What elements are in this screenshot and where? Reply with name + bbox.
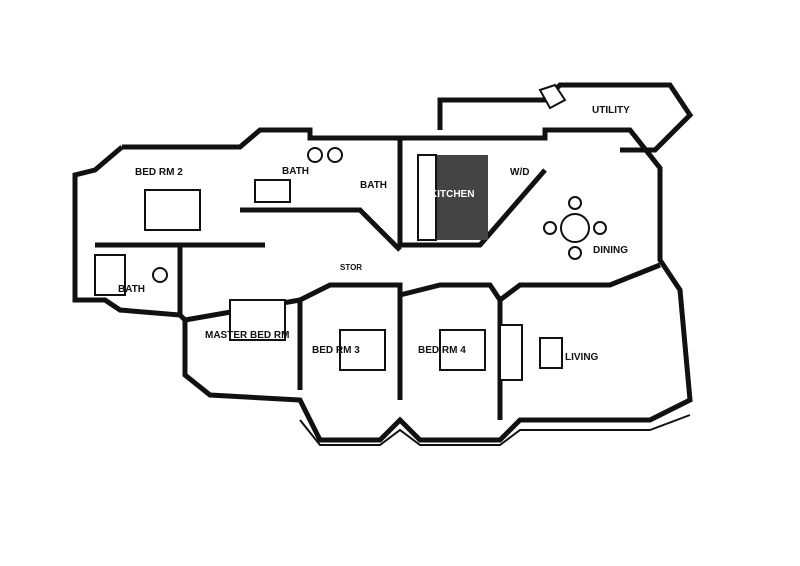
- bed-bed-rm-2: [144, 189, 201, 231]
- room-label-dining: DINING: [593, 245, 628, 256]
- room-label-utility: UTILITY: [592, 105, 630, 116]
- room-label-bath: BATH: [282, 166, 309, 177]
- dining-table: [560, 213, 590, 243]
- water-heater: [538, 83, 567, 110]
- room-label-bath: BATH: [118, 284, 145, 295]
- dining-chair: [568, 196, 582, 210]
- bed-rm-4-bed: [439, 329, 486, 371]
- room-label-storage: STOR: [340, 263, 362, 272]
- toilet: [327, 147, 343, 163]
- bath-wall: [240, 207, 402, 252]
- toilet: [152, 267, 168, 283]
- dining-chair: [568, 246, 582, 260]
- bed-rm-3-bed: [339, 329, 386, 371]
- bed3-wall: [298, 282, 403, 400]
- room-label-bath: BATH: [360, 180, 387, 191]
- room-label-bed-rm-3: BED RM 3: [312, 345, 360, 356]
- sofa: [499, 324, 523, 381]
- bathtub: [94, 254, 126, 296]
- outer-wall: [72, 127, 693, 443]
- room-label-kitchen: KITCHEN: [430, 189, 474, 200]
- kitchen-counter: [417, 154, 437, 241]
- room-label-bed-rm-2: BED RM 2: [135, 167, 183, 178]
- room-label-living: LIVING: [565, 352, 599, 363]
- kitchen-wall: [397, 138, 547, 248]
- living-wall: [498, 262, 661, 302]
- coffee-table: [539, 337, 563, 369]
- dining-chair: [543, 221, 557, 235]
- room-label-bed-rm-4: BED RM 4: [418, 345, 466, 356]
- dining-chair: [593, 221, 607, 235]
- bathtub: [254, 179, 291, 203]
- utility-wall: [437, 82, 694, 153]
- toilet: [307, 147, 323, 163]
- bed-master: [229, 299, 286, 341]
- room-label-wd: W/D: [510, 167, 529, 178]
- room-label-master-bed-rm: MASTER BED RM: [205, 330, 289, 341]
- exterior-trim: [299, 414, 691, 446]
